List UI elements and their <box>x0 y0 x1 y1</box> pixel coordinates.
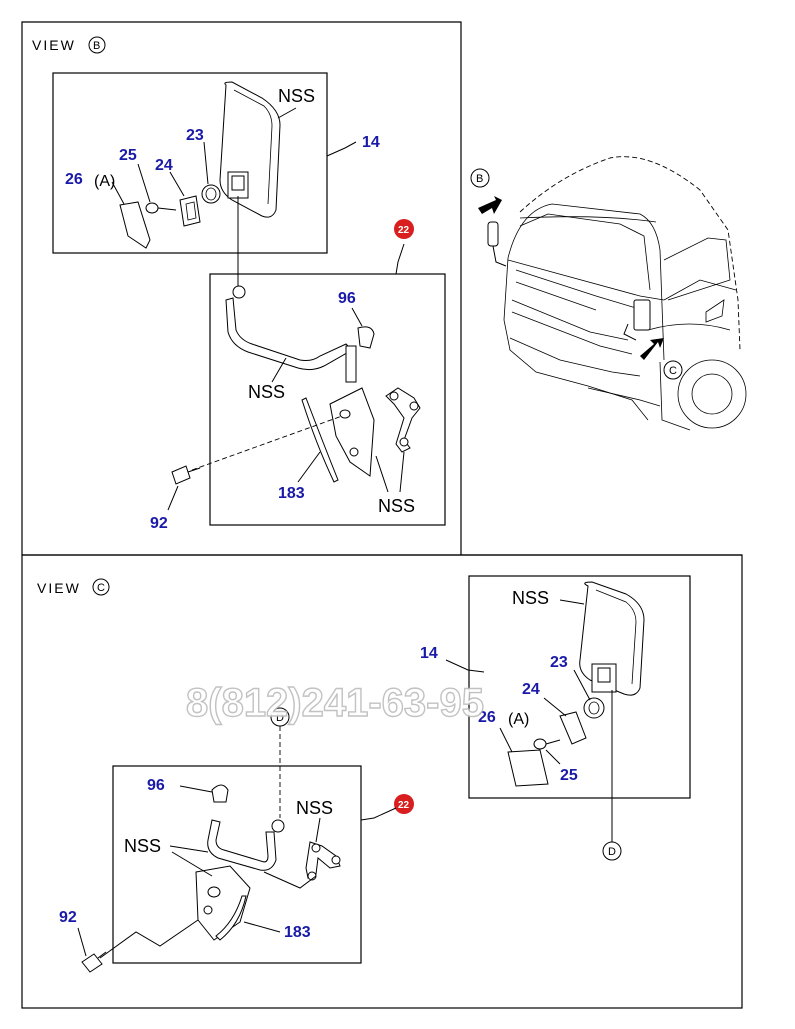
svg-text:D: D <box>608 846 616 858</box>
ref-d-top: D <box>270 707 290 727</box>
label-23-c: 23 <box>550 654 568 671</box>
label-a-b: (A) <box>94 173 115 190</box>
truck-cab-icon <box>478 156 747 431</box>
label-a-c: (A) <box>508 711 529 728</box>
label-25-c: 25 <box>560 767 578 784</box>
label-92-c: 92 <box>59 909 77 926</box>
tag-22-b: 22 <box>394 219 414 239</box>
tag-22-c: 22 <box>394 794 414 814</box>
mirror-arm-c-icon <box>207 819 285 871</box>
view-c-heading: VIEW C <box>37 578 110 596</box>
grommet-icon <box>201 184 221 204</box>
label-23-b: 23 <box>186 127 204 144</box>
label-183-b: 183 <box>278 485 305 502</box>
label-nss-mirror-c: NSS <box>512 588 549 608</box>
gasket-183-c-icon <box>215 895 247 941</box>
label-24-b: 24 <box>155 157 173 174</box>
label-25-b: 25 <box>119 147 137 164</box>
bracket-plate-icon <box>329 387 421 477</box>
cab-ref-c: C <box>663 360 683 380</box>
view-b-letter-circle <box>88 36 106 54</box>
svg-text:C: C <box>669 365 677 377</box>
view-b-title: VIEW <box>32 37 76 53</box>
screw-icon <box>145 202 177 214</box>
view-c-letter: C <box>97 582 105 594</box>
label-24-c: 24 <box>522 681 540 698</box>
clip-icon <box>179 195 201 227</box>
label-nss-bracket-b: NSS <box>378 496 415 516</box>
label-26-b: 26 <box>65 171 83 188</box>
label-nss-top-c: NSS <box>296 798 333 818</box>
gasket-183-icon <box>301 397 339 483</box>
label-92-b: 92 <box>150 515 168 532</box>
bolt-92-icon <box>171 465 201 485</box>
clip-96-icon <box>357 326 375 349</box>
svg-text:22: 22 <box>398 225 410 236</box>
label-26-c: 26 <box>478 709 496 726</box>
label-96-c: 96 <box>147 777 165 794</box>
cab-ref-b: B <box>470 168 490 188</box>
label-nss-left-c: NSS <box>124 836 161 856</box>
cover-icon <box>119 201 151 249</box>
grommet-c-icon <box>583 697 605 719</box>
mirror-head-c-icon <box>579 581 645 696</box>
ref-d-bottom: D <box>602 841 622 861</box>
view-c-bracket-box <box>112 765 362 964</box>
label-14-b: 14 <box>362 134 380 151</box>
screw-c-icon <box>533 738 561 750</box>
view-b-frame <box>21 21 462 555</box>
svg-text:B: B <box>476 173 483 185</box>
view-c-title: VIEW <box>37 580 81 596</box>
mirror-arm-icon <box>225 285 357 383</box>
svg-text:D: D <box>276 712 284 724</box>
label-nss-mirror-b: NSS <box>278 86 315 106</box>
label-96-b: 96 <box>338 290 356 307</box>
view-b-bracket-box <box>209 273 446 526</box>
bolt-92-c-icon <box>81 951 107 973</box>
view-b-letter: B <box>93 40 100 52</box>
svg-text:22: 22 <box>398 800 410 811</box>
view-c-mirror-box <box>468 575 691 799</box>
view-c-letter-circle <box>92 578 110 596</box>
phone-watermark: 8(812)241-63-95 <box>186 681 484 725</box>
label-nss-arm-b: NSS <box>248 382 285 402</box>
view-b-mirror-box <box>52 72 328 254</box>
view-c-frame <box>21 554 743 1009</box>
label-14-c: 14 <box>420 645 438 662</box>
view-b-heading: VIEW B <box>32 36 106 54</box>
clip-c-icon <box>559 711 587 745</box>
clip-96-c-icon <box>211 784 229 803</box>
label-183-c: 183 <box>284 924 311 941</box>
cover-c-icon <box>507 749 549 787</box>
mirror-head-icon <box>219 81 281 218</box>
